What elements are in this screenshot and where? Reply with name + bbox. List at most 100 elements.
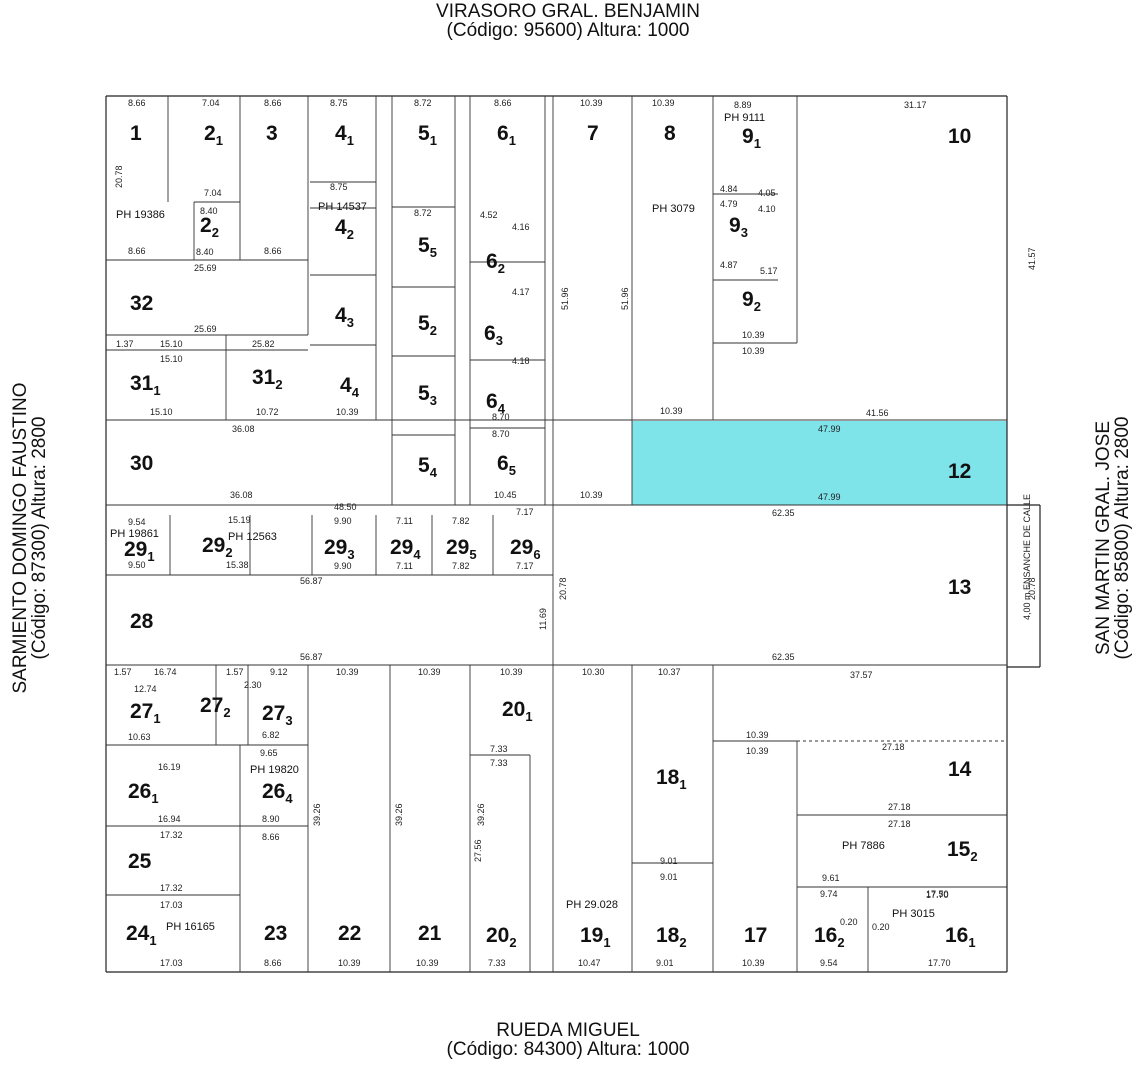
- dimension-d116: 8.75: [330, 182, 348, 192]
- dimension-d37: 51.96: [560, 287, 570, 310]
- dimension-d31: 47.99: [818, 492, 841, 502]
- dimension-d123: 1.37: [116, 339, 134, 349]
- lot-14-label[interactable]: 14: [948, 758, 972, 781]
- dimension-d109: 17.50: [926, 889, 949, 899]
- lot-5-2-label[interactable]: 52: [418, 312, 437, 338]
- lot-22-label[interactable]: 22: [338, 922, 361, 945]
- lot-6-3-label[interactable]: 63: [484, 322, 503, 348]
- dimension-d54: 17.03: [160, 900, 183, 910]
- lot-26-4-label[interactable]: 264: [262, 780, 293, 806]
- lot-1-label[interactable]: 1: [130, 122, 142, 145]
- lot-29-5-label[interactable]: 295: [446, 536, 477, 562]
- lot-10-label[interactable]: 10: [948, 125, 971, 148]
- lot-30-label[interactable]: 30: [130, 452, 153, 475]
- lot-12-label[interactable]: 12: [948, 460, 971, 483]
- dimension-d103: 4.10: [758, 204, 776, 214]
- lot-7-label[interactable]: 7: [587, 122, 599, 145]
- dimension-d107: 10.39: [742, 346, 765, 356]
- dimension-d85: 9.90: [334, 561, 352, 571]
- ph-29028-label: PH 29.028: [566, 899, 618, 911]
- lot-29-6-label[interactable]: 296: [510, 536, 541, 562]
- lot-16-1-label[interactable]: 161: [945, 924, 976, 950]
- dimension-d14: 8.40: [196, 247, 214, 257]
- dimension-d27: 10.45: [494, 490, 517, 500]
- lot-4-1-label[interactable]: 41: [335, 122, 354, 148]
- ph-9111-label: PH 9111: [724, 112, 765, 124]
- lot-5-1-label[interactable]: 51: [418, 122, 437, 148]
- lot-9-3-label[interactable]: 93: [729, 214, 748, 240]
- ph-19820-label: PH 19820: [250, 764, 299, 776]
- dimension-d11: 20.78: [114, 165, 124, 188]
- lot-18-2-label[interactable]: 182: [656, 924, 687, 950]
- dimension-d35: 56.87: [300, 652, 323, 662]
- dimension-d5: 8.72: [414, 98, 432, 108]
- lot-3-label[interactable]: 3: [266, 122, 278, 145]
- dimension-d111: 9.61: [822, 873, 840, 883]
- dimension-d53: 9.01: [660, 872, 678, 882]
- lot-25-label[interactable]: 25: [128, 850, 152, 873]
- lot-6-1-label[interactable]: 61: [497, 122, 516, 148]
- dimension-d96: 4.17: [512, 287, 530, 297]
- lot-4-3-label[interactable]: 43: [335, 304, 354, 330]
- lot-8-label[interactable]: 8: [664, 122, 676, 145]
- lot-29-4-label[interactable]: 294: [390, 536, 421, 562]
- dimension-d45: 10.30: [582, 667, 605, 677]
- lot-5-3-label[interactable]: 53: [418, 382, 437, 408]
- dimension-d43: 10.39: [418, 667, 441, 677]
- lot-17-label[interactable]: 17: [744, 924, 767, 947]
- dimension-d30: 47.99: [818, 424, 841, 434]
- lot-5-4-label[interactable]: 54: [418, 454, 438, 480]
- lot-2-1-label[interactable]: 21: [204, 122, 223, 148]
- lot-28-label[interactable]: 28: [130, 610, 154, 633]
- dimension-d6: 8.66: [494, 98, 512, 108]
- dimension-d51: 27.18: [888, 819, 911, 829]
- dimension-d57: 10.39: [338, 958, 361, 968]
- lot-26-1-label[interactable]: 261: [128, 780, 159, 806]
- lot-29-1-label[interactable]: 291: [124, 538, 155, 564]
- lot-29-2-label[interactable]: 292: [202, 534, 233, 560]
- lot-27-1-label[interactable]: 271: [130, 700, 161, 726]
- dimension-d40: 20.78: [1027, 577, 1037, 600]
- lot-27-3-label[interactable]: 273: [262, 702, 293, 728]
- ph-7886-label: PH 7886: [842, 840, 885, 852]
- lot-6-4-label[interactable]: 64: [486, 390, 506, 416]
- dimension-d89: 7.82: [452, 561, 470, 571]
- dimension-d24: 36.08: [232, 424, 255, 434]
- lot-31-1-label[interactable]: 311: [130, 372, 161, 398]
- lot-23-label[interactable]: 23: [264, 922, 287, 945]
- lot-6-2-label[interactable]: 62: [486, 250, 505, 276]
- lot-29-3-label[interactable]: 293: [324, 536, 355, 562]
- lot-12-highlight[interactable]: [632, 421, 1007, 505]
- lot-9-2-label[interactable]: 92: [742, 288, 761, 314]
- lot-31-2-label[interactable]: 312: [252, 366, 283, 392]
- lot-27-2-label[interactable]: 272: [200, 694, 231, 720]
- street-info-top: (Código: 95600) Altura: 1000: [446, 20, 690, 41]
- lot-32-label[interactable]: 32: [130, 292, 153, 315]
- lot-6-5-label[interactable]: 65: [497, 452, 516, 478]
- lot-19-1-label[interactable]: 191: [580, 924, 611, 950]
- dimension-d9: 8.89: [734, 100, 752, 110]
- ph-3015-label: PH 3015: [892, 908, 935, 920]
- lot-15-2-label[interactable]: 152: [947, 838, 978, 864]
- lot-4-4-label[interactable]: 44: [340, 374, 360, 400]
- dimension-d70: 10.63: [128, 732, 151, 742]
- lot-20-2-label[interactable]: 202: [486, 924, 517, 950]
- lot-5-5-label[interactable]: 55: [418, 234, 437, 260]
- lot-24-1-label[interactable]: 241: [126, 922, 157, 948]
- street-name-bottom: RUEDA MIGUEL: [496, 1020, 640, 1041]
- lot-21-label[interactable]: 21: [418, 922, 442, 945]
- lot-9-1-label[interactable]: 91: [742, 125, 761, 151]
- lot-2-2-label[interactable]: 22: [200, 214, 219, 240]
- ph-3079-label: PH 3079: [652, 203, 695, 215]
- ph-19861-label: PH 19861: [110, 528, 159, 540]
- lot-4-2-label[interactable]: 42: [335, 216, 354, 242]
- lot-16-2-label[interactable]: 162: [814, 924, 845, 950]
- dimension-d114: 10.39: [660, 406, 683, 416]
- dimension-d117: 1.57: [114, 667, 132, 677]
- lot-13-label[interactable]: 13: [948, 576, 971, 599]
- lot-18-1-label[interactable]: 181: [656, 766, 687, 792]
- dimension-d69: 16.19: [158, 762, 181, 772]
- lot-20-1-label[interactable]: 201: [502, 698, 533, 724]
